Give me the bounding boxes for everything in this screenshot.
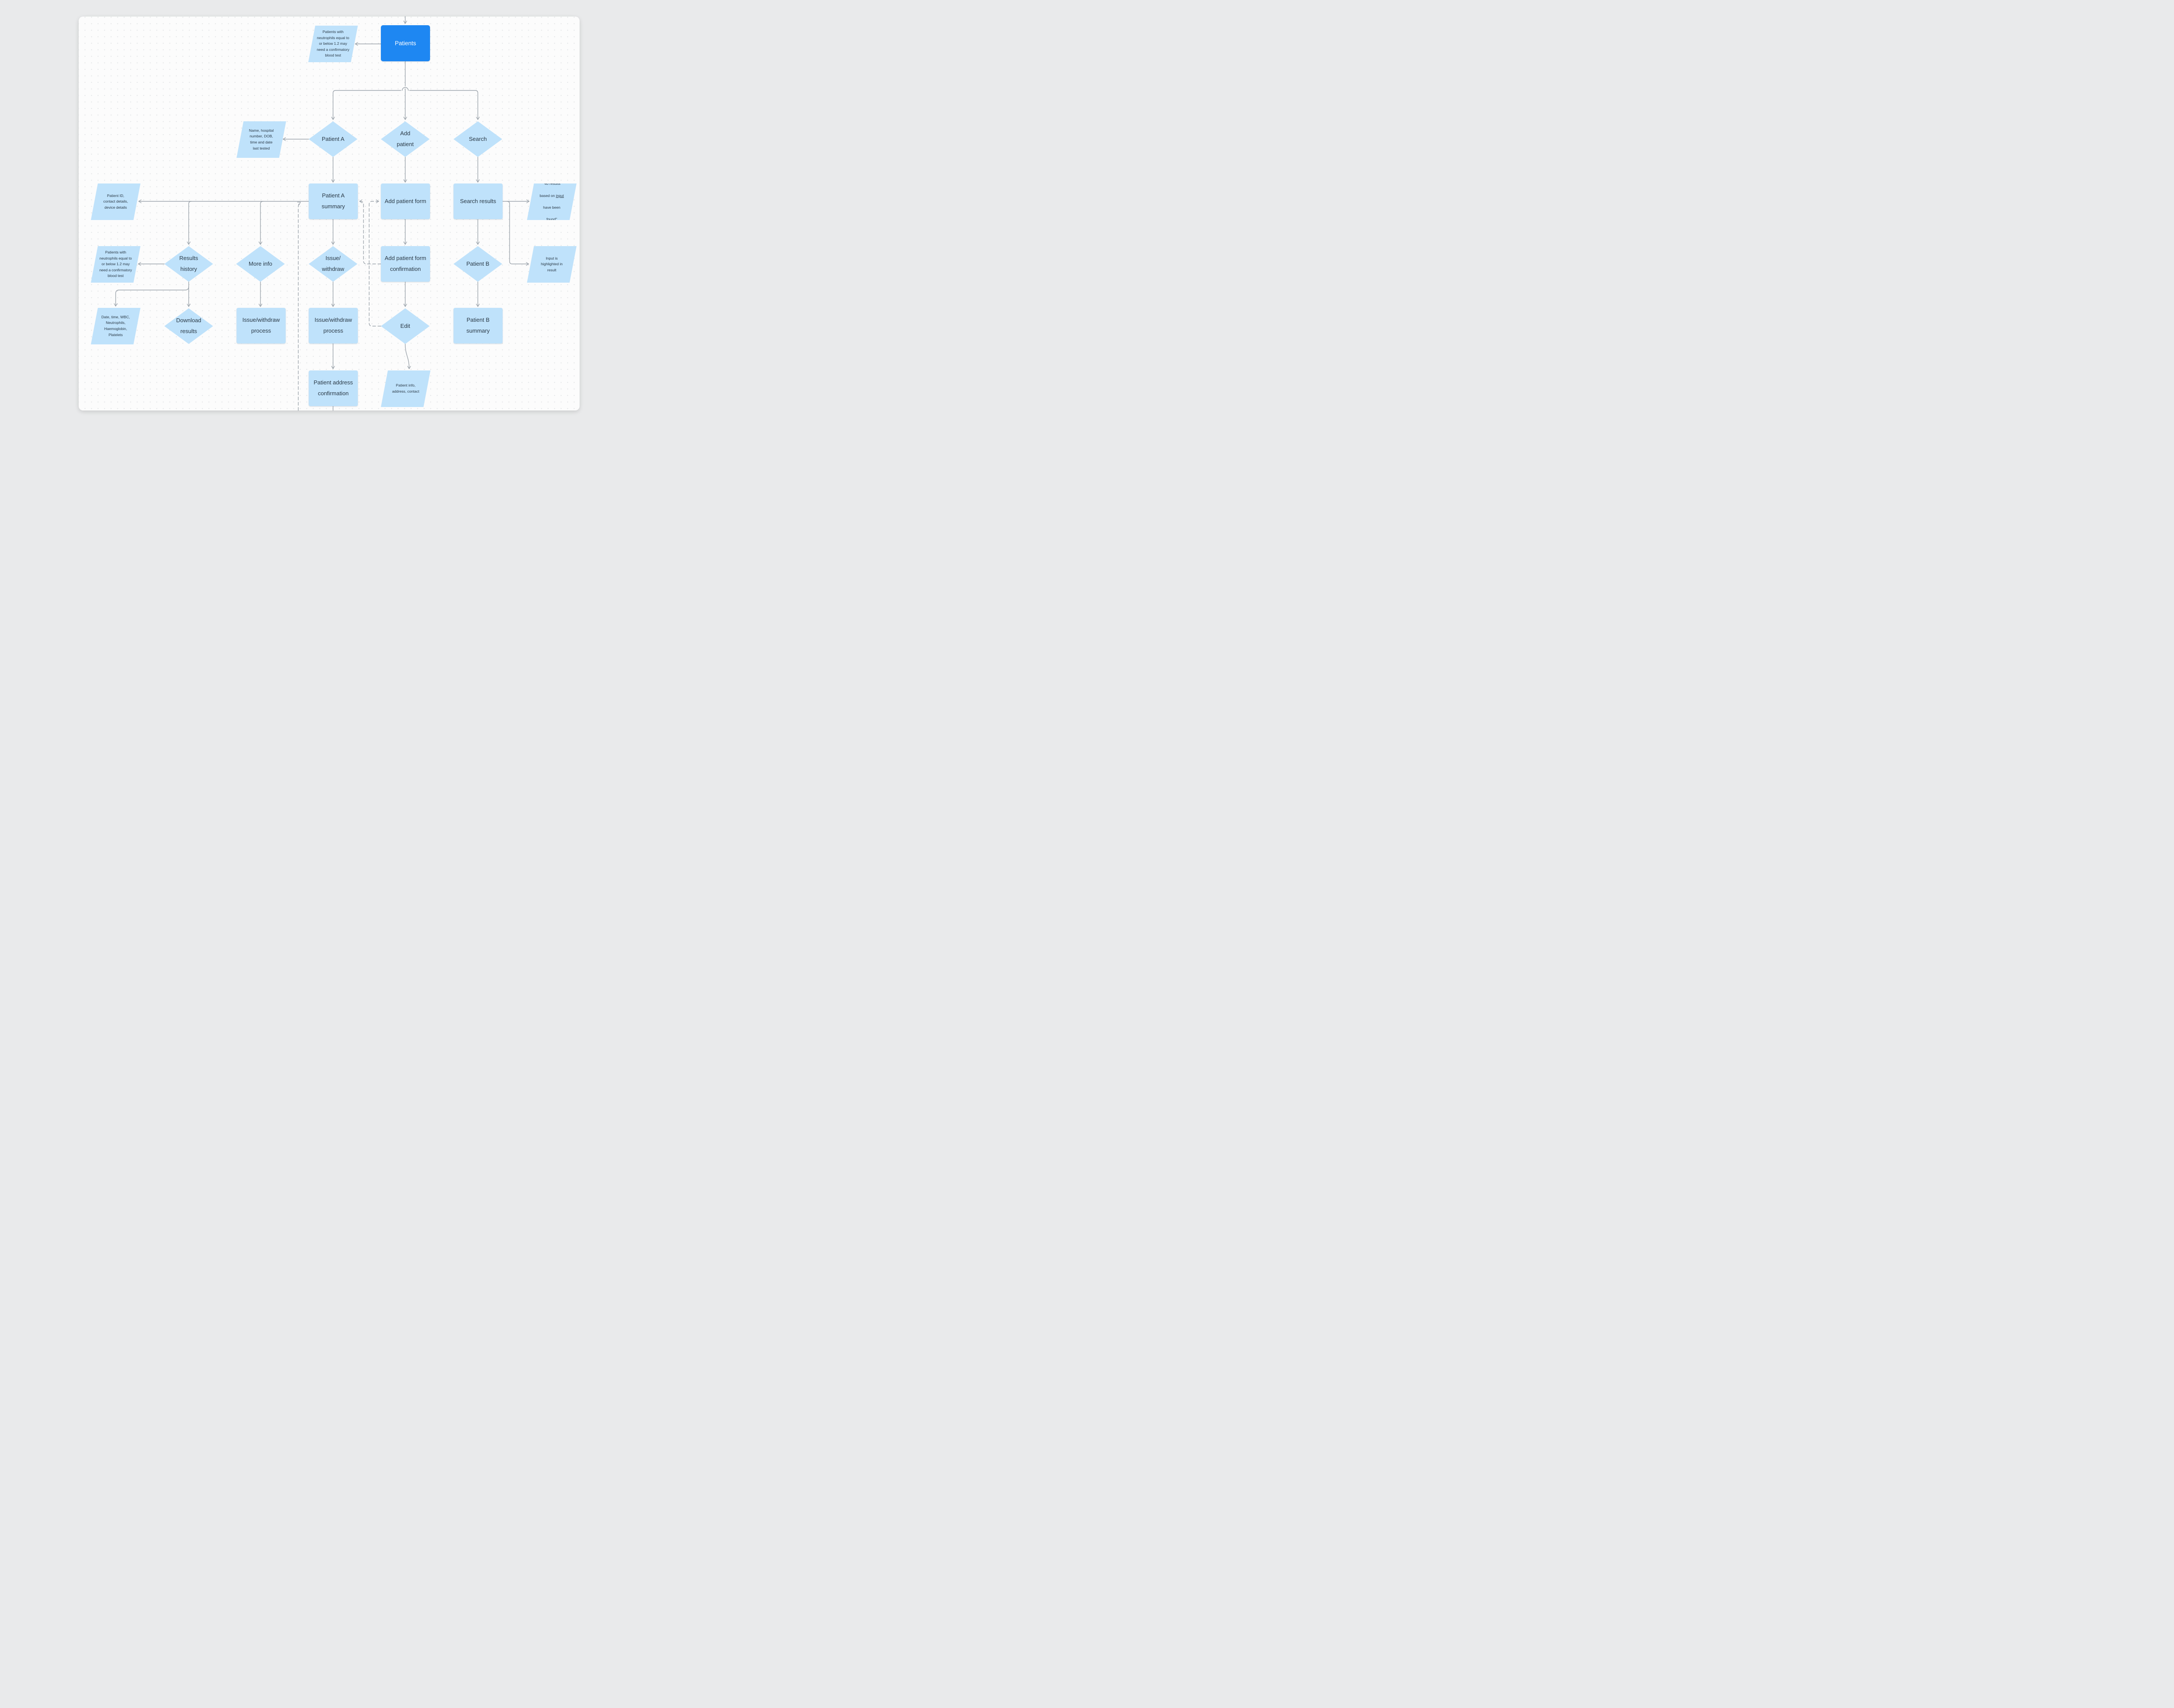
note-name-hospital[interactable]: Name, hospital number, DOB, time and dat…	[237, 121, 286, 158]
note-patient-info[interactable]: Patient info, address, contact	[381, 370, 430, 407]
shape-search-results[interactable]: Search results	[453, 183, 503, 219]
note-neutrophils-2[interactable]: Patients with neutrophils equal to or be…	[91, 246, 140, 283]
shape-patient-address-confirmation[interactable]: Patient address confirmation	[309, 370, 358, 406]
note-neutrophils-top[interactable]: Patients with neutrophils equal to or be…	[308, 26, 358, 62]
note-input-highlighted[interactable]: Input is highlighted in result	[527, 246, 577, 283]
underlined-input: input	[556, 193, 564, 198]
shape-patient-a-summary[interactable]: Patient A summary	[309, 183, 358, 219]
shape-patient-b-summary[interactable]: Patient B summary	[453, 308, 503, 344]
note-patient-id[interactable]: Patient ID, contact details, device deta…	[91, 183, 140, 220]
figjam-canvas-screenshot: { "app": { "page_background": "#e9eaeb",…	[0, 0, 657, 427]
note-date-time-wbc[interactable]: Date, time, WBC, Neutrophils, Haemoglobi…	[91, 308, 140, 344]
note-40-results-text: "40 results based on input have been fou…	[540, 181, 564, 221]
shape-patients[interactable]: Patients	[381, 25, 430, 61]
shape-issue-withdraw-process-2[interactable]: Issue/withdraw process	[309, 308, 358, 344]
note-40-results[interactable]: "40 results based on input have been fou…	[527, 183, 577, 220]
shape-issue-withdraw-process-1[interactable]: Issue/withdraw process	[237, 308, 286, 344]
shape-add-patient-form[interactable]: Add patient form	[381, 183, 430, 219]
shape-add-patient-form-confirmation[interactable]: Add patient form confirmation	[381, 246, 430, 282]
